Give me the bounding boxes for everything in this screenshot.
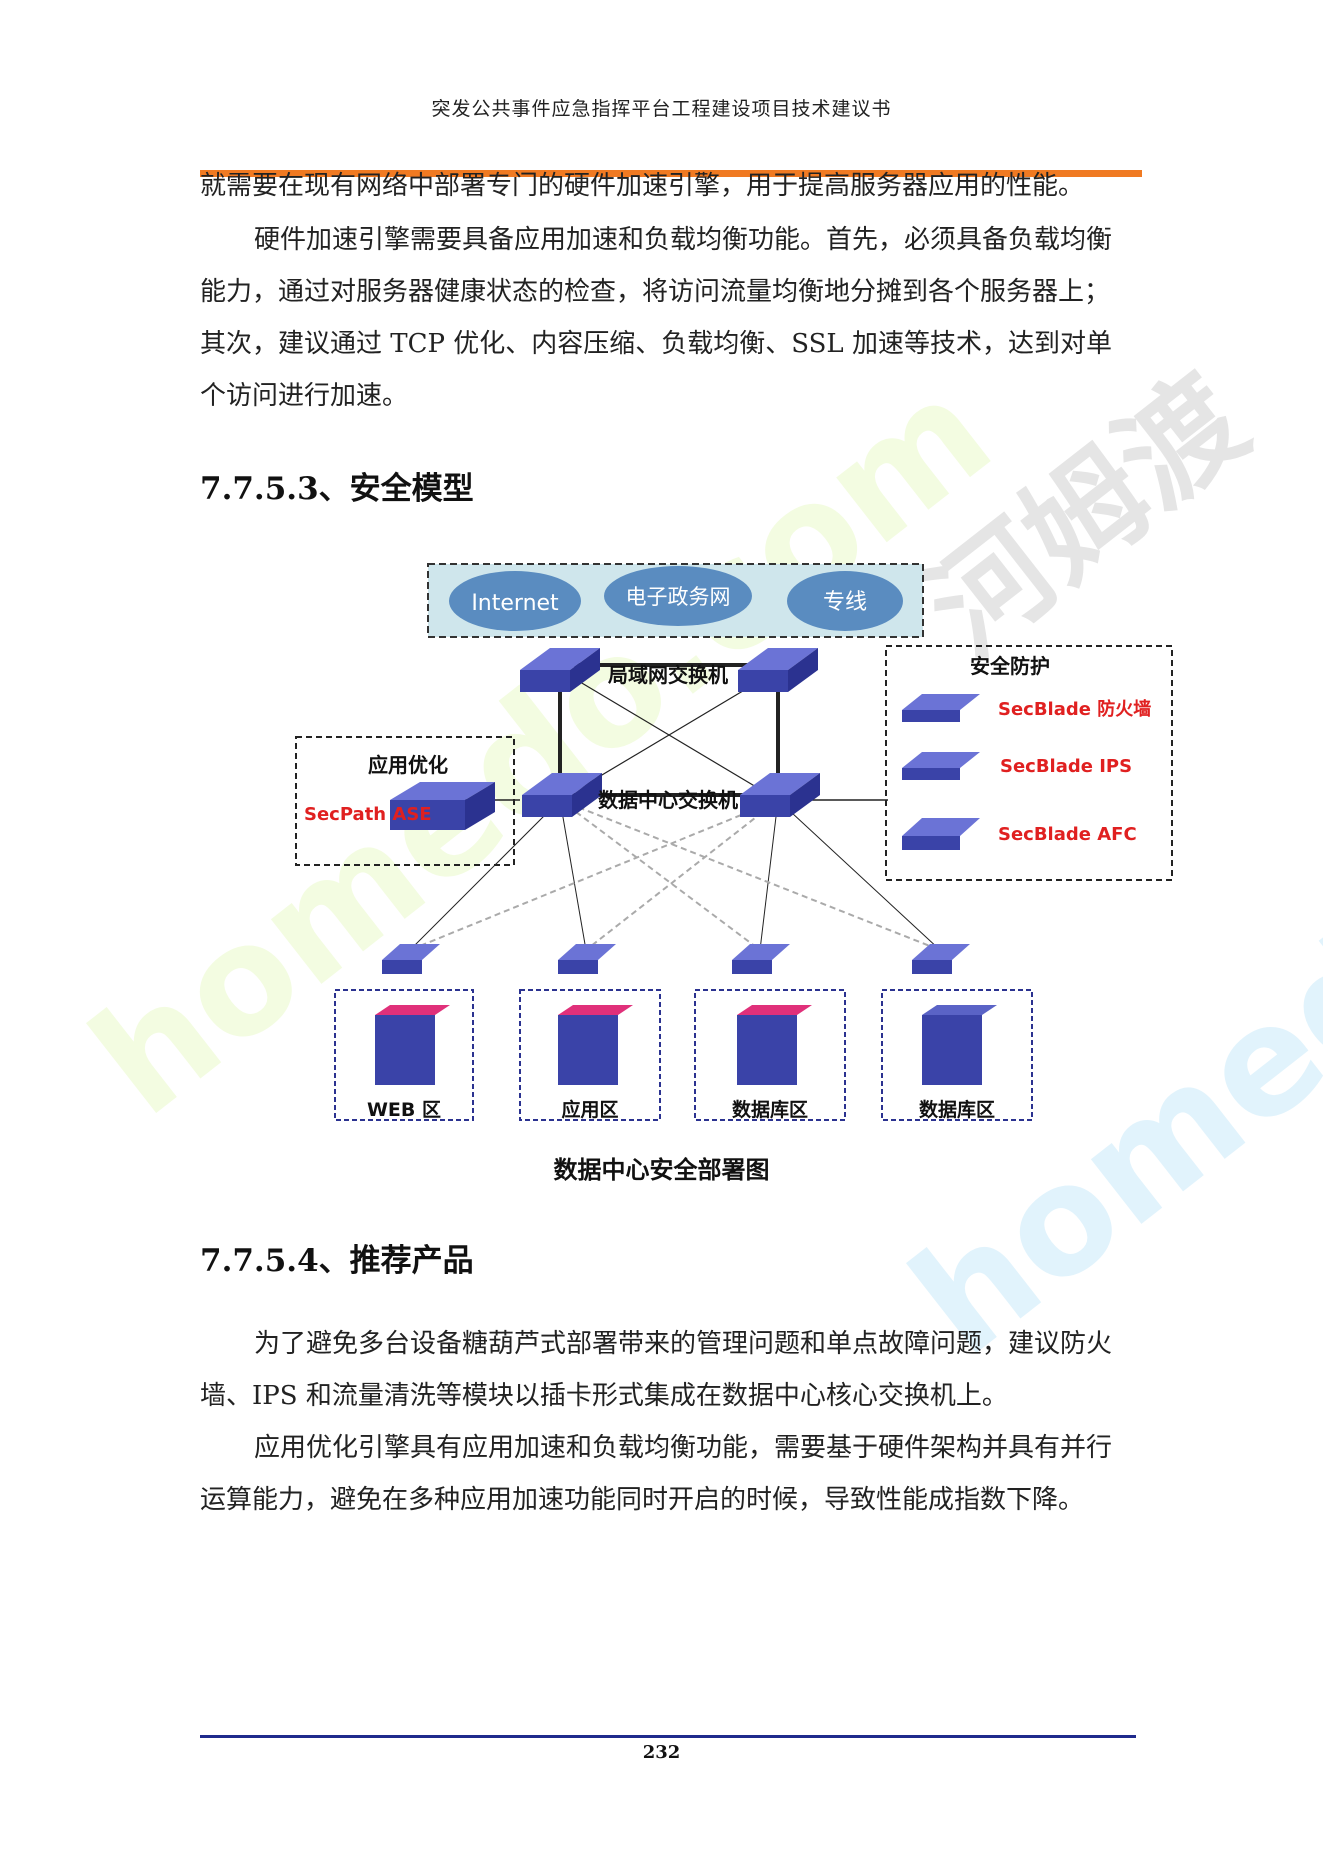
secpath-ase-label: SecPath ASE bbox=[304, 804, 432, 825]
dc-switch-right bbox=[740, 773, 820, 817]
svg-text:应用区: 应用区 bbox=[561, 1098, 618, 1121]
access-switches bbox=[382, 944, 970, 974]
access-switch-db2 bbox=[912, 944, 970, 974]
dc-switch-left bbox=[522, 773, 602, 817]
paragraph-3: 为了避免多台设备糖葫芦式部署带来的管理问题和单点故障问题，建议防火墙、IPS 和… bbox=[200, 1329, 1113, 1411]
paragraph-4: 应用优化引擎具有应用加速和负载均衡功能，需要基于硬件架构并具有并行运算能力，避免… bbox=[200, 1433, 1113, 1515]
access-switch-db1 bbox=[732, 944, 790, 974]
figure-caption: 数据中心安全部署图 bbox=[553, 1155, 770, 1184]
svg-text:数据库区: 数据库区 bbox=[732, 1098, 808, 1121]
zone-web: WEB 区 bbox=[334, 989, 474, 1121]
secblade-firewall-device bbox=[902, 694, 980, 722]
backup-links bbox=[409, 799, 941, 951]
svg-text:数据库区: 数据库区 bbox=[919, 1098, 995, 1121]
lan-switch-label: 局域网交换机 bbox=[607, 663, 728, 687]
page-number: 232 bbox=[642, 1742, 681, 1763]
app-opt-title: 应用优化 bbox=[368, 753, 448, 777]
paragraph-2: 硬件加速引擎需要具备应用加速和负载均衡功能。首先，必须具备负载均衡能力，通过对服… bbox=[200, 225, 1113, 411]
access-switch-web bbox=[382, 944, 440, 974]
zone-app: 应用区 bbox=[519, 989, 661, 1121]
security-box bbox=[885, 645, 1173, 881]
secblade-firewall-label: SecBlade 防火墙 bbox=[998, 698, 1151, 720]
page-header-title: 突发公共事件应急指挥平台工程建设项目技术建议书 bbox=[431, 98, 892, 120]
dc-switch-label: 数据中心交换机 bbox=[598, 788, 738, 812]
secblade-afc-label: SecBlade AFC bbox=[998, 824, 1137, 845]
svg-text:WEB 区: WEB 区 bbox=[367, 1099, 441, 1121]
section-heading-security-model: 7.7.5.3、安全模型 bbox=[200, 471, 474, 507]
svg-text:Internet: Internet bbox=[471, 591, 559, 616]
paragraph-1: 就需要在现有网络中部署专门的硬件加速引擎，用于提高服务器应用的性能。 bbox=[200, 171, 1085, 201]
cloud-dedicated-line: 专线 bbox=[787, 571, 903, 631]
zone-db1: 数据库区 bbox=[694, 989, 846, 1121]
footer-divider bbox=[200, 1735, 1136, 1738]
secblade-afc-device bbox=[902, 818, 980, 850]
svg-text:专线: 专线 bbox=[823, 590, 867, 615]
section-heading-recommended-products: 7.7.5.4、推荐产品 bbox=[200, 1243, 474, 1279]
secblade-ips-label: SecBlade IPS bbox=[1000, 756, 1132, 777]
network-diagram: Internet 电子政务网 专线 局域网交换 bbox=[295, 563, 1173, 1121]
lan-switch-left bbox=[520, 648, 600, 692]
cloud-egov: 电子政务网 bbox=[604, 566, 752, 626]
cloud-internet: Internet bbox=[449, 571, 581, 631]
svg-text:电子政务网: 电子政务网 bbox=[626, 585, 731, 609]
access-switch-app bbox=[558, 944, 616, 974]
lan-switch-right bbox=[738, 648, 818, 692]
app-opt-box bbox=[295, 736, 515, 866]
header-divider bbox=[200, 170, 1142, 177]
security-title: 安全防护 bbox=[970, 654, 1050, 678]
secblade-ips-device bbox=[902, 752, 980, 780]
secpath-ase-device bbox=[390, 782, 495, 830]
zone-db2: 数据库区 bbox=[881, 989, 1033, 1121]
